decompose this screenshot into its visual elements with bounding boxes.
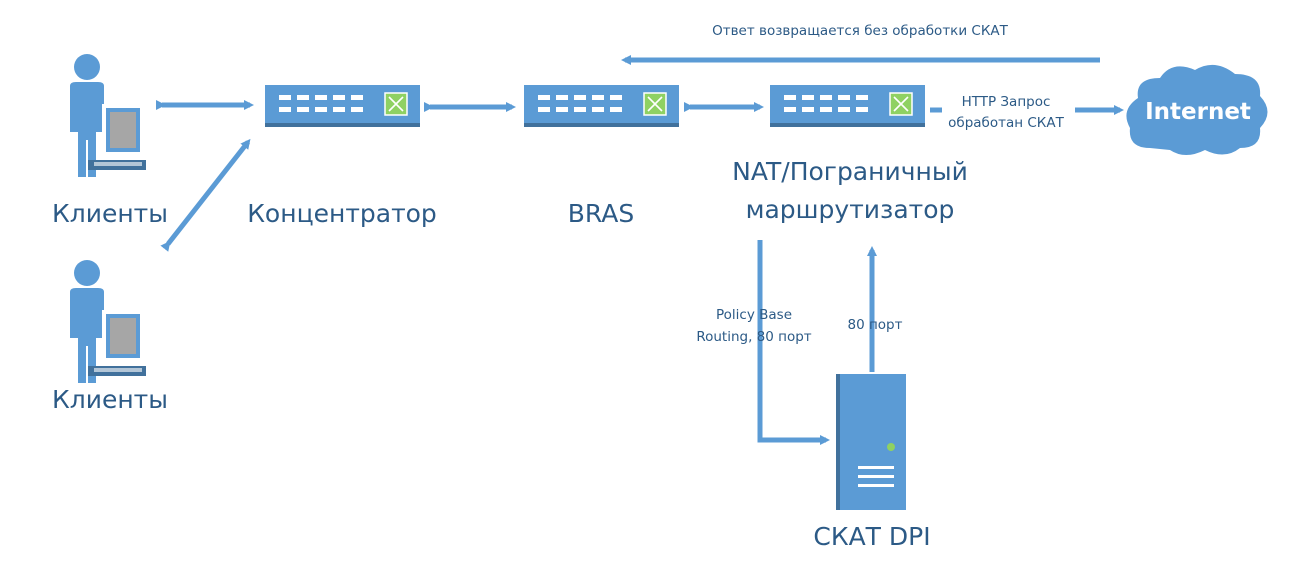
bras-label: BRAS [568,199,634,228]
internet-label: Internet [1145,99,1251,125]
port80-label: 80 порт [848,317,903,333]
clients-bottom-icon [70,260,146,383]
clients-top-label: Клиенты [52,199,168,228]
pbr-label-line1: Policy Base [716,307,792,323]
nat-router-label-line1: NAT/Пограничный [732,157,968,186]
nat-router-label-line2: маршрутизатор [746,195,955,224]
edge-clients-bottom-concentrator [160,138,251,252]
concentrator-icon [264,84,421,128]
clients-top-icon [70,54,146,177]
concentrator-label: Концентратор [247,199,437,228]
http-request-label-line1: HTTP Запрос [962,94,1051,110]
clients-bottom-label: Клиенты [52,385,168,414]
edge-pbr-to-dpi [757,240,830,445]
response-return-label: Ответ возвращается без обработки СКАТ [712,23,1009,39]
bras-icon [523,84,680,128]
http-request-label-line2: обработан СКАТ [948,115,1065,131]
dpi-label: СКАТ DPI [813,522,930,551]
dpi-server-icon [836,374,906,510]
internet-cloud-icon: Internet [1126,64,1268,155]
nat-router-icon [769,84,926,128]
pbr-label-line2: Routing, 80 порт [696,329,811,345]
